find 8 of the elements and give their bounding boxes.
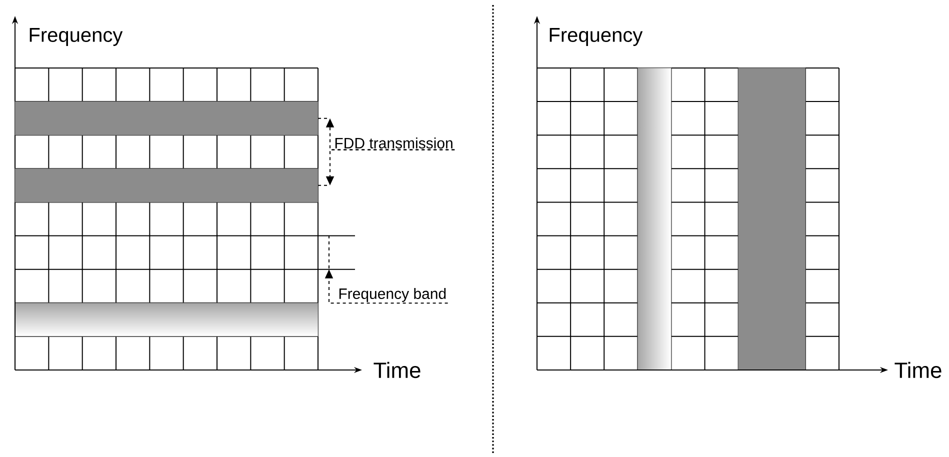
callout-text: Frequency band xyxy=(339,288,446,302)
axis-label: Time xyxy=(374,362,420,378)
dark-band xyxy=(14,101,318,136)
dark-band xyxy=(14,168,318,202)
callout-text: FDD transmission xyxy=(335,138,452,148)
axis-label: Frequency xyxy=(550,28,643,46)
axis-label: Time xyxy=(894,362,942,378)
axis-label: Frequency xyxy=(30,28,123,46)
